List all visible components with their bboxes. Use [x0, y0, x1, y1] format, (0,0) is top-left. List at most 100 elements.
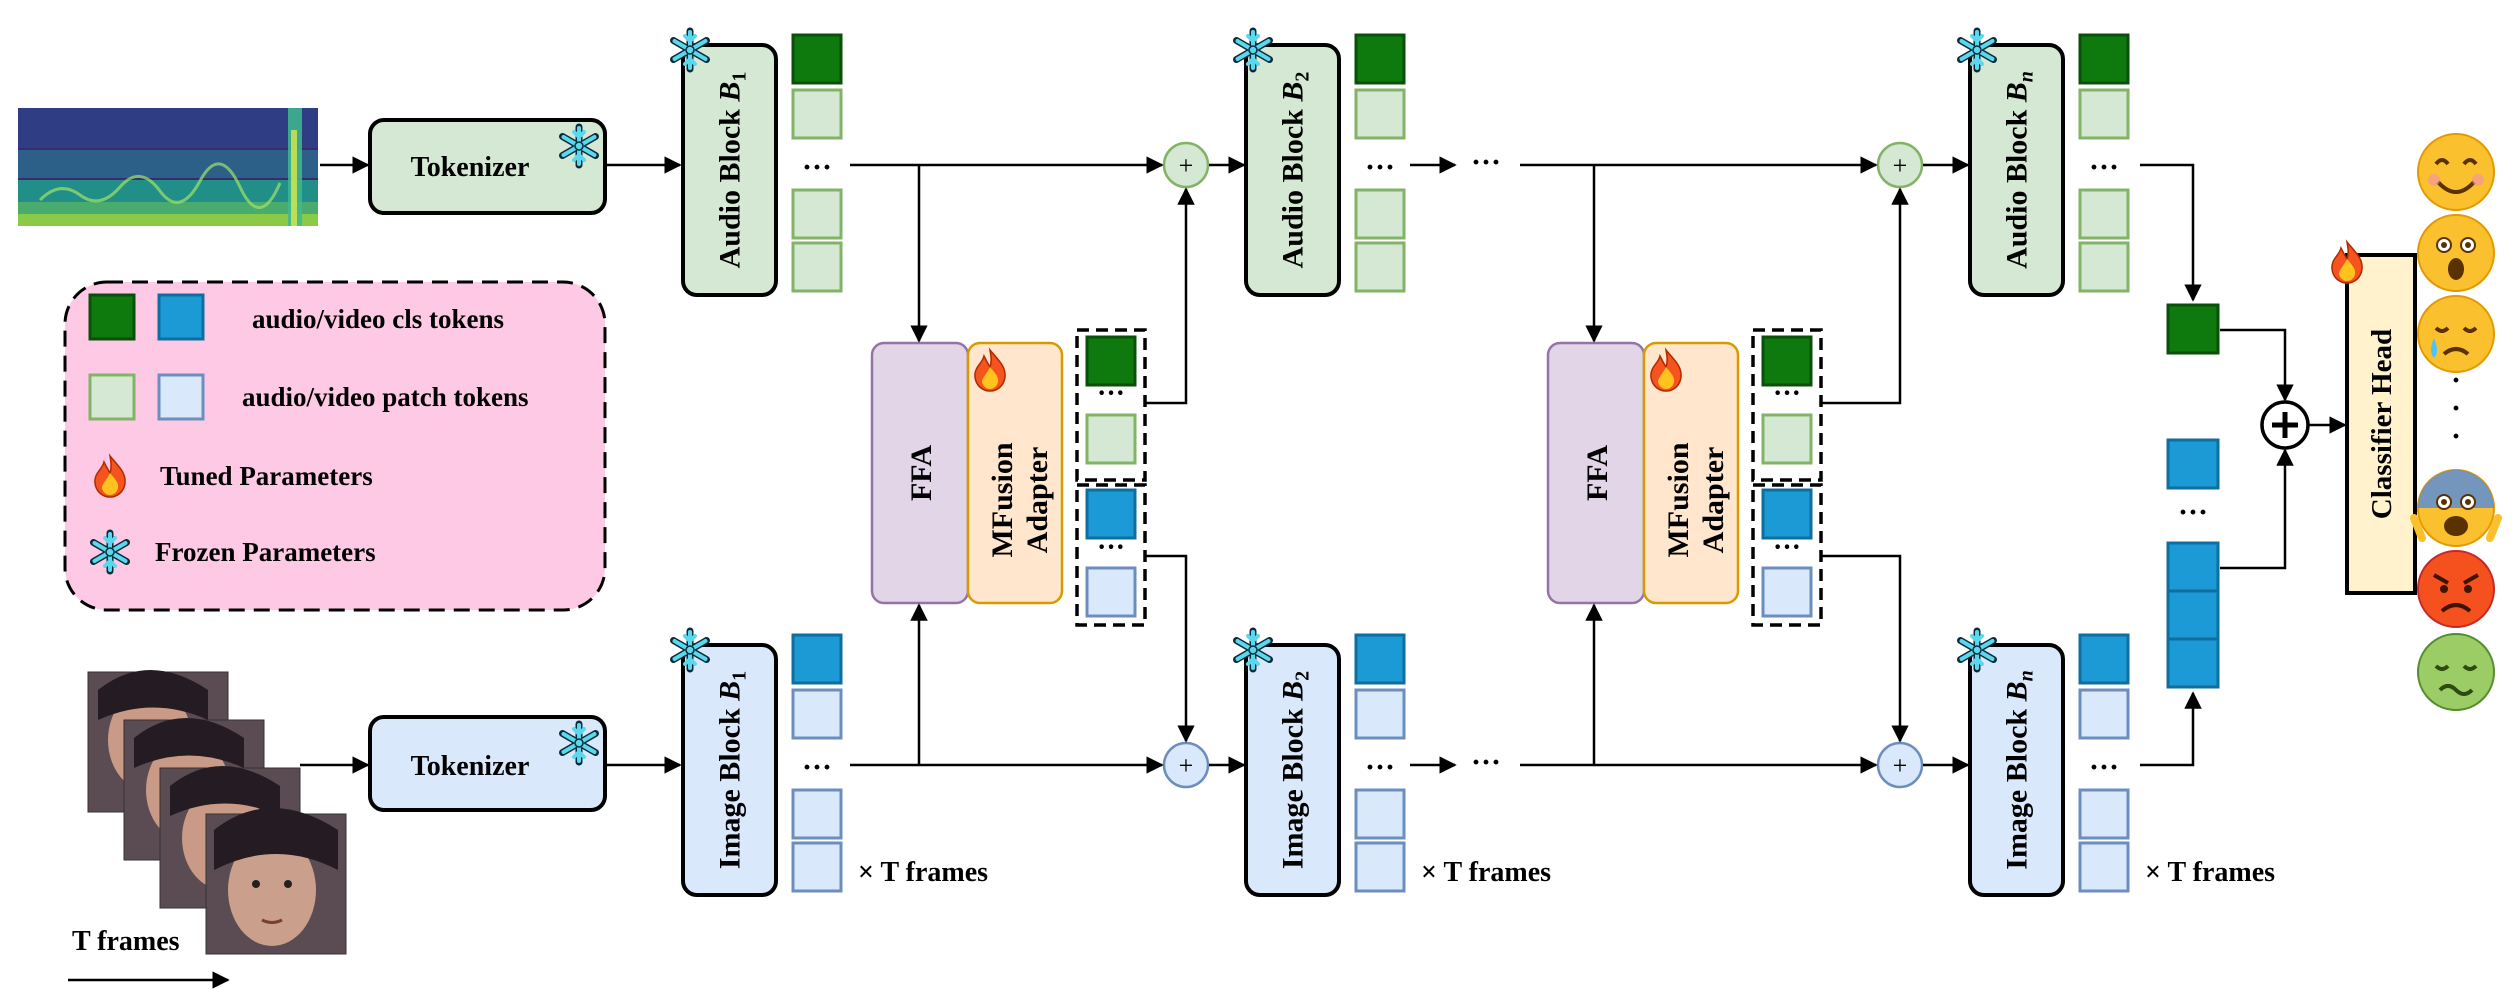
classifier-flame-icon: [2331, 241, 2363, 284]
audio-2-patch-token-1: [1354, 88, 1406, 140]
audio-2-token-ellipsis: ···: [1365, 151, 1395, 184]
legend-snowflake-icon: [89, 531, 131, 573]
stage2-audio-gap-ellipsis: ···: [1471, 146, 1501, 179]
audio-3-cls-token: [2078, 33, 2130, 85]
fusion-1-image-fuse-arrow: [1145, 554, 1195, 743]
audio-tokenizer-snowflake-icon: [558, 125, 600, 167]
fusion-2-ffa-label: FFA: [1581, 445, 1614, 501]
legend-frozen-label: Frozen Parameters: [155, 537, 376, 567]
astonished-face-icon: [2417, 214, 2495, 292]
image-3-token-ellipsis: ···: [2089, 751, 2119, 784]
emotion-icons: · · ·: [2410, 133, 2502, 711]
image-3-patch-token-2: [2078, 788, 2130, 840]
image-tokenizer-snowflake-icon: [558, 722, 600, 764]
video-cls-stack-2: [2166, 589, 2220, 641]
legend-video-patch-swatch: [157, 373, 205, 421]
fusion-1-adapter-line1: MFusion: [986, 442, 1019, 557]
fusion-1-image-sum-plus: +: [1179, 751, 1194, 780]
audio-3-patch-token-1: [2078, 88, 2130, 140]
audio-3-block: [1968, 43, 2065, 297]
video-cls-stack-1: [2166, 541, 2220, 593]
legend-video-cls-swatch: [157, 293, 205, 341]
fusion-1-audio-sum-plus: +: [1179, 151, 1194, 180]
image-2-patch-token-3: [1354, 841, 1406, 893]
audio-1-block: [681, 43, 778, 297]
image-1-patch-token-2: [791, 788, 843, 840]
image-1-block: [681, 643, 778, 897]
image-1-snowflake-icon: [669, 629, 711, 671]
legend-box: [63, 280, 607, 612]
audio-3-snowflake-icon: [1956, 29, 1998, 71]
image-final-to-cls-arrow: [2140, 691, 2202, 767]
fusion-1-audio-fuse-arrow: [1145, 187, 1195, 405]
smiling-face-icon: [2417, 133, 2495, 211]
audio-3-patch-token-3: [2078, 241, 2130, 293]
legend-patch-label: audio/video patch tokens: [242, 382, 529, 412]
fusion-1-video-cls-token: [1085, 488, 1137, 540]
fusion-1-ffa-label: FFA: [905, 445, 938, 501]
fusion-2-audio-patch-token: [1761, 413, 1813, 465]
classifier-head-label: Classifier Head: [2366, 329, 2398, 519]
audio-1-patch-token-1: [791, 88, 843, 140]
image-1-token-ellipsis: ···: [802, 751, 832, 784]
fusion-2-video-cls-token: [1761, 488, 1813, 540]
emotion-dot-2: ·: [2451, 392, 2461, 425]
audio-1-token-ellipsis: ···: [802, 151, 832, 184]
audio-2-cls-token: [1354, 33, 1406, 85]
nauseated-face-icon: [2417, 633, 2495, 711]
face-frames: [87, 670, 347, 955]
video-cls-stack-3: [2166, 637, 2220, 689]
legend-audio-patch-swatch: [88, 373, 136, 421]
image-tokenizer-label: Tokenizer: [411, 751, 530, 782]
final-audio-cls-token: [2166, 303, 2220, 355]
emotion-dot-1: ·: [2451, 364, 2461, 397]
fusion-1-video-ellipsis: ···: [1097, 532, 1125, 563]
image-3-frames-note: × T frames: [2145, 857, 2275, 888]
fusion-1-image-sum-node: [1162, 741, 1210, 789]
image-3-patch-token-3: [2078, 841, 2130, 893]
image-1-patch-token-1: [791, 688, 843, 740]
fusion-2-video-ellipsis: ···: [1773, 532, 1801, 563]
angry-face-icon: [2417, 550, 2495, 628]
final-video-ellipsis: ···: [2178, 496, 2208, 529]
image-2-block: [1244, 643, 1341, 897]
image-3-snowflake-icon: [1956, 629, 1998, 671]
audio-tokenizer-label: Tokenizer: [411, 152, 530, 183]
fusion-1-audio-sum-node: [1162, 141, 1210, 189]
fusion-2-audio-fuse-arrow: [1821, 187, 1909, 405]
image-3-block: [1968, 643, 2065, 897]
video-cls-to-sum-arrow: [2220, 448, 2294, 570]
audio-1-block-label: Audio Block B1: [714, 72, 751, 269]
fusion-2-adapter: [1642, 341, 1740, 605]
fusion-2-image-sum-node: [1876, 741, 1924, 789]
image-2-cls-token: [1354, 633, 1406, 685]
audio-1-cls-token: [791, 33, 843, 85]
audio-1-patch-token-2: [791, 188, 843, 240]
image-2-token-ellipsis: ···: [1365, 751, 1395, 784]
fusion-2-image-sum-plus: +: [1893, 751, 1908, 780]
audio-2-patch-token-3: [1354, 241, 1406, 293]
final-video-cls-token: [2166, 438, 2220, 490]
fusion-2-image-fuse-arrow: [1821, 554, 1909, 743]
frames-label: T frames: [72, 926, 180, 957]
fusion-1-audio-cls-token: [1085, 335, 1137, 387]
fusion-2-audio-cls-token: [1761, 335, 1813, 387]
image-3-cls-token: [2078, 633, 2130, 685]
image-2-snowflake-icon: [1232, 629, 1274, 671]
fusion-2-audio-sum-plus: +: [1893, 151, 1908, 180]
legend-audio-cls-swatch: [88, 293, 136, 341]
image-2-patch-token-1: [1354, 688, 1406, 740]
audio-tokenizer: [368, 118, 607, 215]
audio-spectrogram: [18, 108, 318, 226]
stage2-image-gap-ellipsis: ···: [1471, 746, 1501, 779]
stages-layer: Audio Block B1 ··· Image Block B1 ··· × T fr…: [669, 29, 2275, 897]
fusion-1-audio-token-group: [1075, 328, 1147, 482]
audio-2-block-label: Audio Block B2: [1277, 72, 1314, 269]
image-1-block-label: Image Block B1: [714, 671, 751, 869]
image-1-patch-token-3: [791, 841, 843, 893]
image-tokenizer: [368, 715, 607, 812]
audio-3-block-label: Audio Block Bn: [2001, 71, 2038, 269]
fusion-1-audio-patch-token: [1085, 413, 1137, 465]
fusion-1-audio-ellipsis: ···: [1097, 378, 1125, 409]
